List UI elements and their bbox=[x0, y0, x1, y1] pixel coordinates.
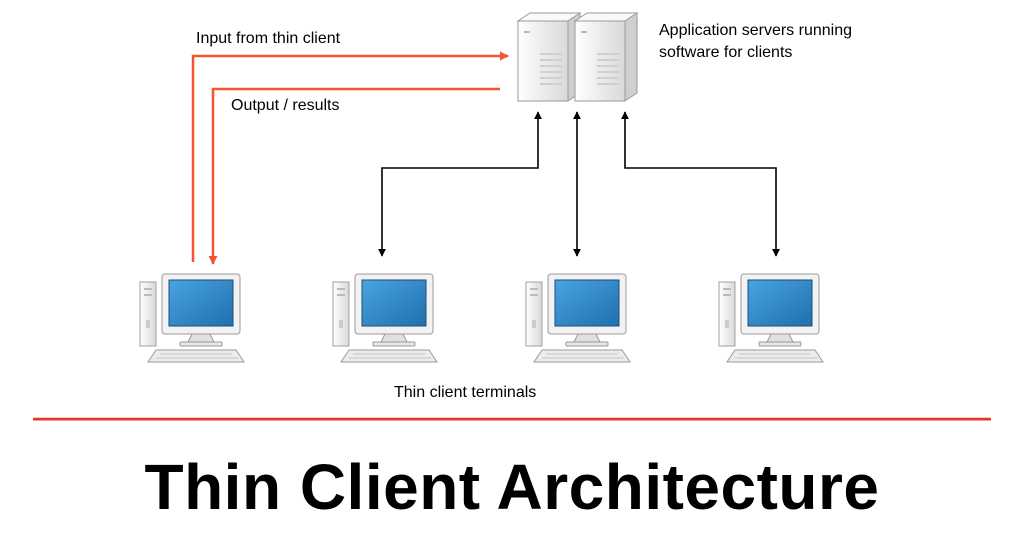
server-icon bbox=[574, 12, 638, 102]
page-title: Thin Client Architecture bbox=[144, 451, 880, 523]
computer-icon bbox=[332, 273, 438, 363]
servers-label-line2: software for clients bbox=[659, 44, 792, 61]
input-flow-arrow bbox=[191, 51, 509, 262]
connection-arrow bbox=[621, 111, 780, 257]
computer-icon bbox=[718, 273, 824, 363]
output-flow-arrow bbox=[208, 87, 500, 265]
computer-icon bbox=[139, 273, 245, 363]
terminals-label: Thin client terminals bbox=[394, 384, 536, 401]
server-icon bbox=[517, 12, 581, 102]
computer-icon bbox=[525, 273, 631, 363]
input-label: Input from thin client bbox=[196, 30, 341, 47]
output-label: Output / results bbox=[231, 97, 340, 114]
servers-label-line1: Application servers running bbox=[659, 22, 852, 39]
connection-arrow bbox=[378, 111, 542, 257]
